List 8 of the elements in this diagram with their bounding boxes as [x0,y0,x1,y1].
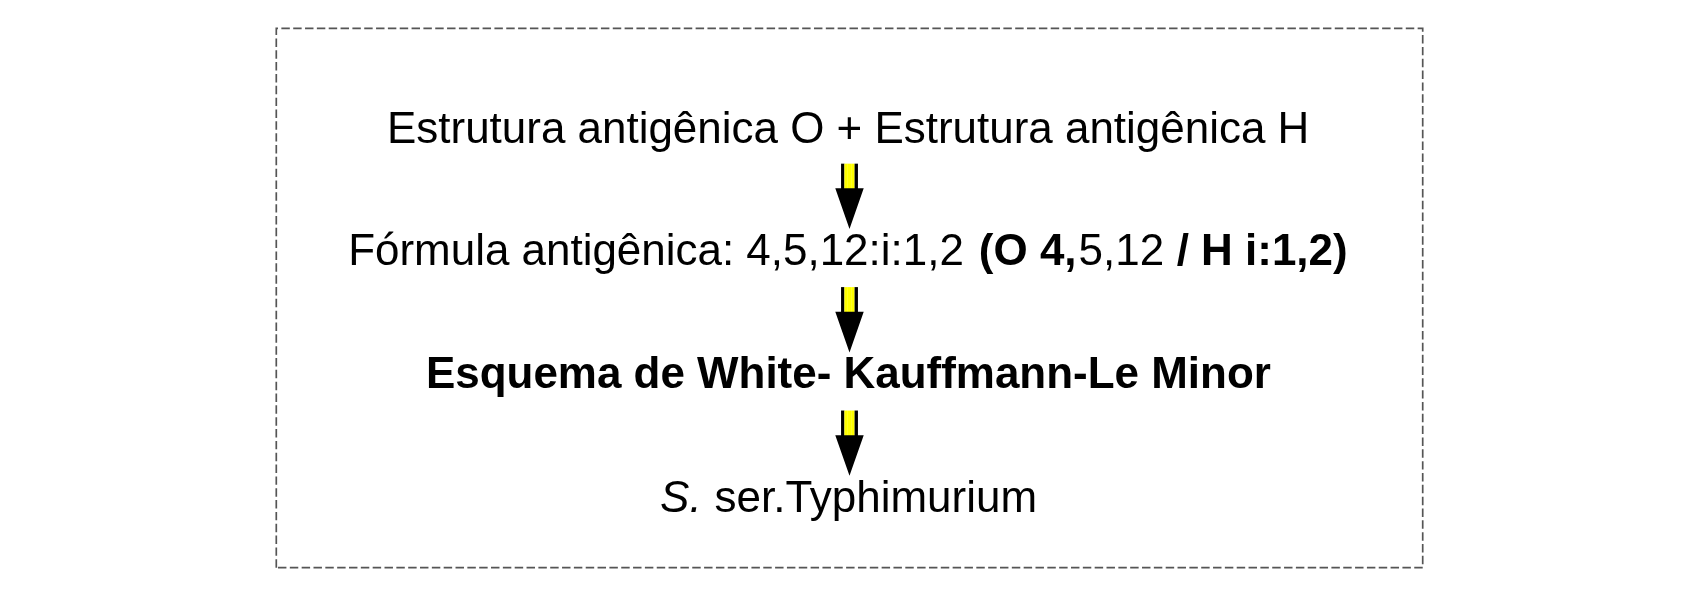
node-text: Fórmula antigênica: 4,5,12:i:1,2 (O 4,5,12 / H i:1,2) [348,224,1348,274]
arrow [835,410,864,476]
arrow [835,163,864,229]
node-text: S. ser.Typhimurium [660,471,1038,521]
node-text: Estrutura antigênica O + Estrutura antigênica H [387,102,1310,152]
node-text: Esquema de White- Kauffmann-Le Minor [425,348,1271,398]
cluster [275,27,1424,569]
arrow [835,287,864,353]
